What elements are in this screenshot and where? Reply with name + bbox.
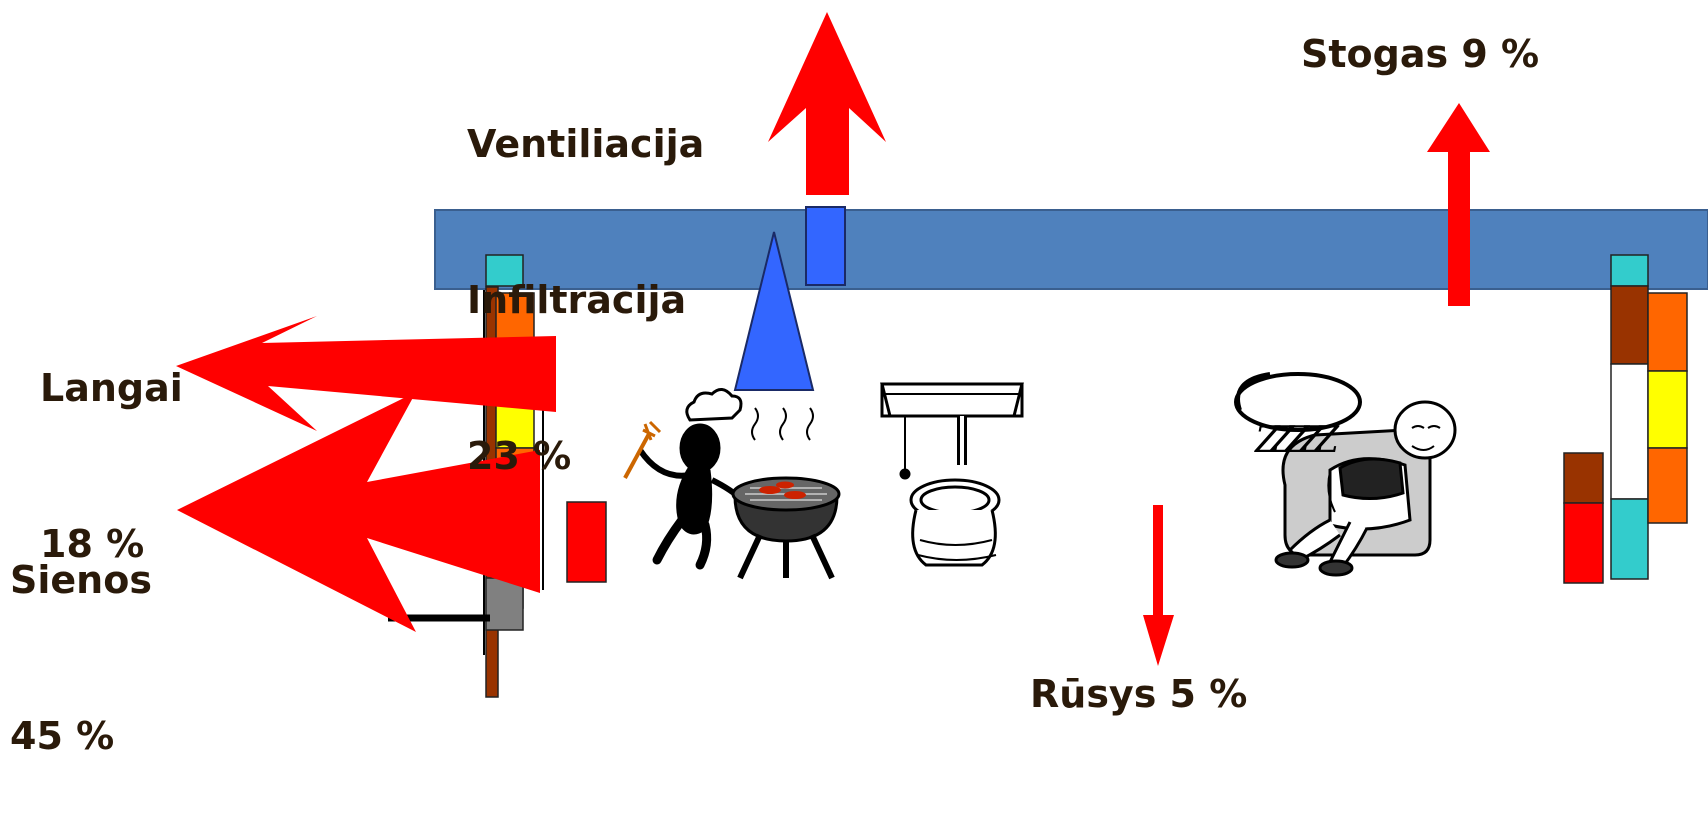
windows-label: Langai 18 % <box>40 258 183 622</box>
left-wall-teal-top <box>485 254 524 287</box>
right-wall-teal-low <box>1610 498 1649 580</box>
right-wall-orange <box>1647 292 1688 372</box>
walls-percent: 45 % <box>10 714 115 758</box>
zzz-text: ZZZZZ <box>1254 420 1340 461</box>
windows-percent: 18 % <box>40 522 145 566</box>
basement-arrow <box>1143 505 1174 666</box>
roof-arrow <box>1427 103 1490 306</box>
red-block-left <box>566 501 607 583</box>
windows-arrow <box>176 316 556 431</box>
basement-label: Rūsys 5 % <box>1030 672 1248 716</box>
diagram-canvas: ZZZZZ <box>176 12 1708 698</box>
left-wall-gray <box>485 577 524 631</box>
windows-line-1: Langai <box>40 366 183 410</box>
walls-arrow <box>177 392 540 632</box>
hood-triangle <box>733 231 815 391</box>
grill-chef-icon <box>623 388 841 580</box>
ventilation-arrow <box>768 12 886 195</box>
roof-label: Stogas 9 % <box>1301 32 1540 76</box>
ventilation-percent: 23 % <box>467 434 572 478</box>
toilet-icon <box>880 382 1024 567</box>
ventilation-line-2: Infiltracija <box>467 278 687 322</box>
right-wall-brown <box>1610 285 1649 365</box>
ventilation-label: Ventiliacija Infiltracija 23 % <box>467 14 704 534</box>
heat-loss-diagram: ZZZZZ Ventiliacija Infiltracija 23 % Sto… <box>10 12 1708 758</box>
vent-block <box>805 206 846 286</box>
sleeping-man-icon: ZZZZZ <box>1234 372 1457 577</box>
right-wall-teal-top <box>1610 254 1649 287</box>
right-wall-orange-low <box>1647 447 1688 524</box>
ceiling-slab <box>434 209 1708 290</box>
ventilation-line-1: Ventiliacija <box>467 122 705 166</box>
right-red-block <box>1563 502 1604 584</box>
right-wall-white <box>1610 363 1649 500</box>
walls-line-1: Sienos <box>10 558 152 602</box>
right-brown-block <box>1563 452 1604 504</box>
walls-label: Sienos 45 % <box>10 450 152 814</box>
right-wall-yellow <box>1647 370 1688 449</box>
